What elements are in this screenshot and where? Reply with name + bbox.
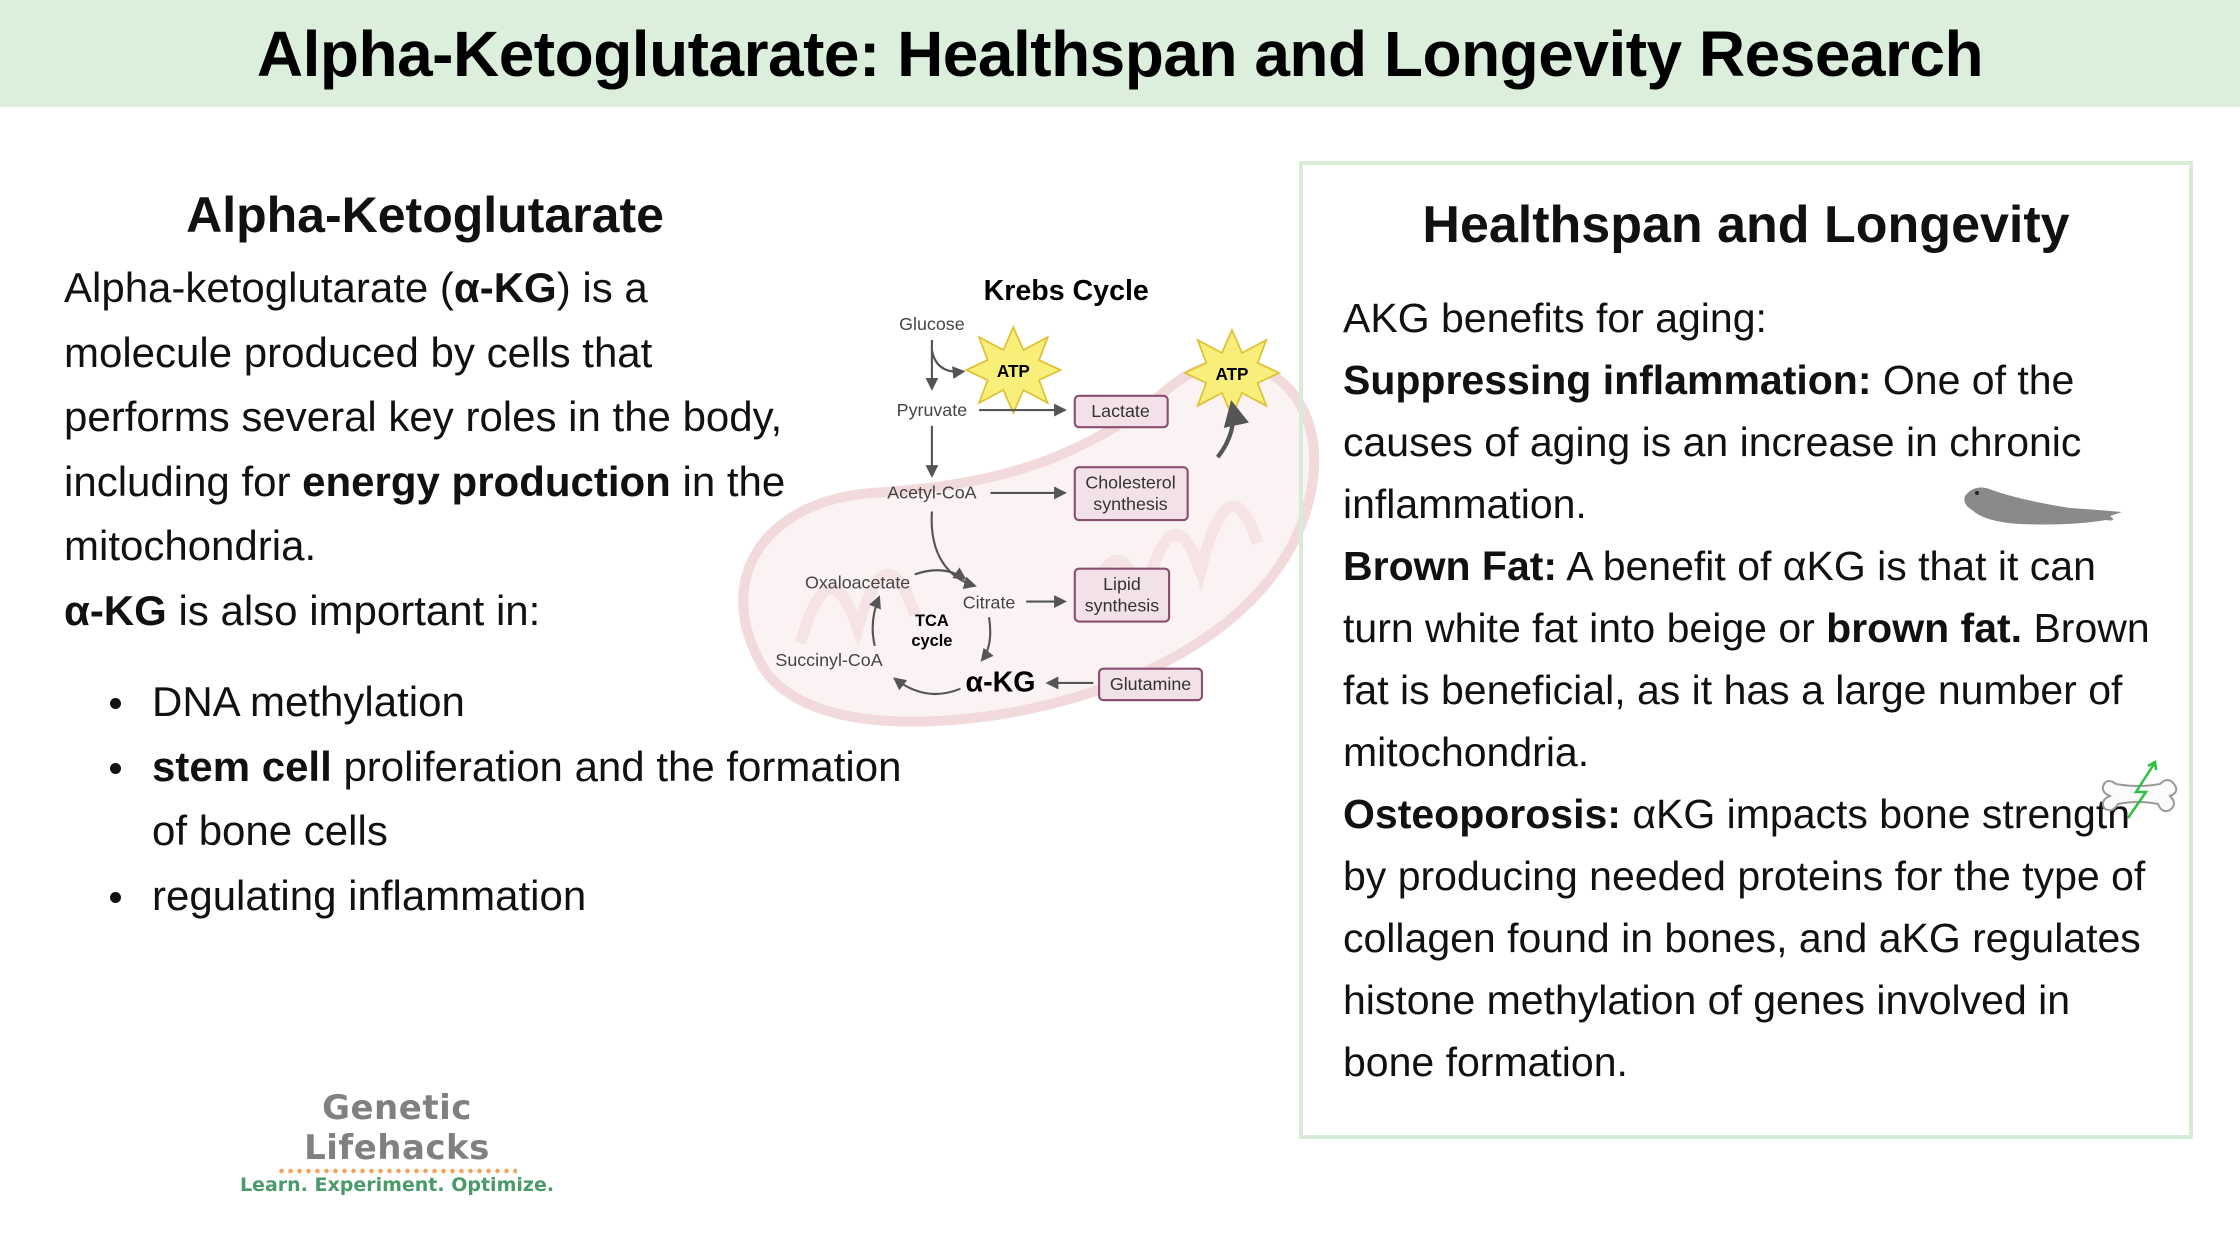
- genetic-lifehacks-logo: Genetic Lifehacks Learn. Experiment. Opt…: [237, 1088, 557, 1196]
- text: proliferation and the formation: [331, 742, 902, 790]
- bone-icon: [2101, 759, 2178, 819]
- diagram-title: Krebs Cycle: [984, 275, 1149, 307]
- krebs-cycle-diagram: Krebs Cycle Glucose Pyruvate Acetyl-CoA …: [738, 275, 1320, 727]
- text-line: Alpha-ketoglutarate (α-KG) is a: [64, 256, 785, 321]
- label-lipid: Lipid: [1103, 574, 1141, 594]
- list-item: stem cell proliferation and the formatio…: [110, 735, 901, 864]
- bold-text: Brown Fat:: [1343, 543, 1558, 589]
- label-lactate: Lactate: [1091, 401, 1150, 421]
- list-item: regulating inflammation: [110, 864, 901, 929]
- text-line: fat is beneficial, as it has a large num…: [1343, 667, 2123, 713]
- text-line: by producing needed proteins for the typ…: [1343, 853, 2146, 899]
- text: A benefit of αKG is that it can: [1557, 543, 2096, 589]
- left-intro: Alpha-ketoglutarate (α-KG) is a molecule…: [64, 256, 785, 643]
- logo-tagline: Learn. Experiment. Optimize.: [239, 1174, 555, 1196]
- atp-label: ATP: [1215, 364, 1248, 384]
- bold-text: brown fat.: [1826, 605, 2023, 651]
- arrows: [869, 340, 1249, 695]
- text: Brown: [2022, 605, 2150, 651]
- logo-name: Genetic Lifehacks: [304, 1088, 490, 1168]
- page-title: Alpha-Ketoglutarate: Healthspan and Long…: [256, 17, 1984, 90]
- text-line: mitochondria.: [1343, 729, 1590, 775]
- panel-heading: Healthspan and Longevity: [1422, 196, 2070, 254]
- bold-text: energy production: [302, 457, 671, 505]
- mitochondrion-shape: [738, 358, 1320, 727]
- text: turn white fat into beige or: [1343, 605, 1827, 651]
- text: of bone cells: [152, 807, 388, 854]
- header-banner: Alpha-Ketoglutarate: Healthspan and Long…: [0, 0, 2240, 107]
- text-line: α-KG is also important in:: [64, 579, 785, 644]
- bullet-list: DNA methylation stem cell proliferation …: [110, 670, 901, 928]
- label-synthesis: synthesis: [1093, 494, 1168, 514]
- text-line: inflammation.: [1343, 481, 1587, 527]
- label-cholesterol: Cholesterol: [1085, 473, 1175, 493]
- bold-text: α-KG: [453, 264, 557, 311]
- glutamine-box: [1098, 667, 1204, 702]
- atp-label: ATP: [997, 361, 1030, 381]
- text: in the: [670, 457, 786, 505]
- label-cycle: cycle: [911, 632, 952, 650]
- text: is also important in:: [166, 586, 541, 634]
- logo-dots: [277, 1168, 517, 1174]
- label-synthesis: synthesis: [1085, 596, 1160, 616]
- panel-text: AKG benefits for aging: Suppressing infl…: [1343, 287, 2150, 1093]
- text-line: collagen found in bones, and aKG regulat…: [1343, 915, 2141, 961]
- lipid-box: [1073, 567, 1171, 623]
- list-item: DNA methylation: [110, 670, 901, 735]
- text-line: mitochondria.: [64, 522, 317, 569]
- text-line: causes of aging is an increase in chroni…: [1343, 419, 2082, 465]
- label-glutamine: Glutamine: [1110, 674, 1191, 694]
- text-line: Brown Fat: A benefit of αKG is that it c…: [1343, 535, 2150, 597]
- text-line: molecule produced by cells that: [64, 328, 653, 376]
- text-line: turn white fat into beige or brown fat. …: [1343, 597, 2150, 659]
- label-tca: TCA: [915, 612, 949, 630]
- text-line: performs several key roles in the body,: [64, 393, 783, 440]
- text-line: bone formation.: [1343, 1039, 1628, 1085]
- label-akg: α-KG: [966, 667, 1036, 699]
- text: αKG impacts bone strength: [1620, 791, 2131, 837]
- label-succinyl-coa: Succinyl-CoA: [775, 650, 882, 670]
- text-line: including for energy production in the: [64, 450, 785, 515]
- lactate-box: [1073, 394, 1169, 429]
- text-line: Suppressing inflammation: One of the: [1343, 349, 2150, 411]
- bold-text: α-KG: [64, 586, 167, 634]
- bold-text: Suppressing inflammation:: [1343, 357, 1872, 403]
- label-glucose: Glucose: [899, 314, 965, 334]
- text: ) is a: [556, 264, 648, 311]
- left-heading: Alpha-Ketoglutarate: [186, 187, 664, 243]
- seal-icon: [1964, 487, 2122, 525]
- text: Alpha-ketoglutarate (: [64, 264, 454, 311]
- bold-text: stem cell: [152, 742, 332, 790]
- cholesterol-box: [1073, 466, 1189, 522]
- atp-star-icon: [964, 325, 1063, 416]
- label-pyruvate: Pyruvate: [897, 400, 968, 420]
- bold-text: Osteoporosis:: [1343, 791, 1621, 837]
- text-line: AKG benefits for aging:: [1343, 295, 1767, 341]
- label-acetyl-coa: Acetyl-CoA: [887, 483, 976, 503]
- text-line: Osteoporosis: αKG impacts bone strength: [1343, 783, 2150, 845]
- label-citrate: Citrate: [963, 593, 1016, 613]
- text-line: histone methylation of genes involved in: [1343, 977, 2071, 1023]
- text: including for: [64, 457, 303, 505]
- label-oxaloacetate: Oxaloacetate: [805, 573, 910, 593]
- text: One of the: [1871, 357, 2075, 403]
- healthspan-panel: Healthspan and Longevity AKG benefits fo…: [1299, 161, 2193, 1139]
